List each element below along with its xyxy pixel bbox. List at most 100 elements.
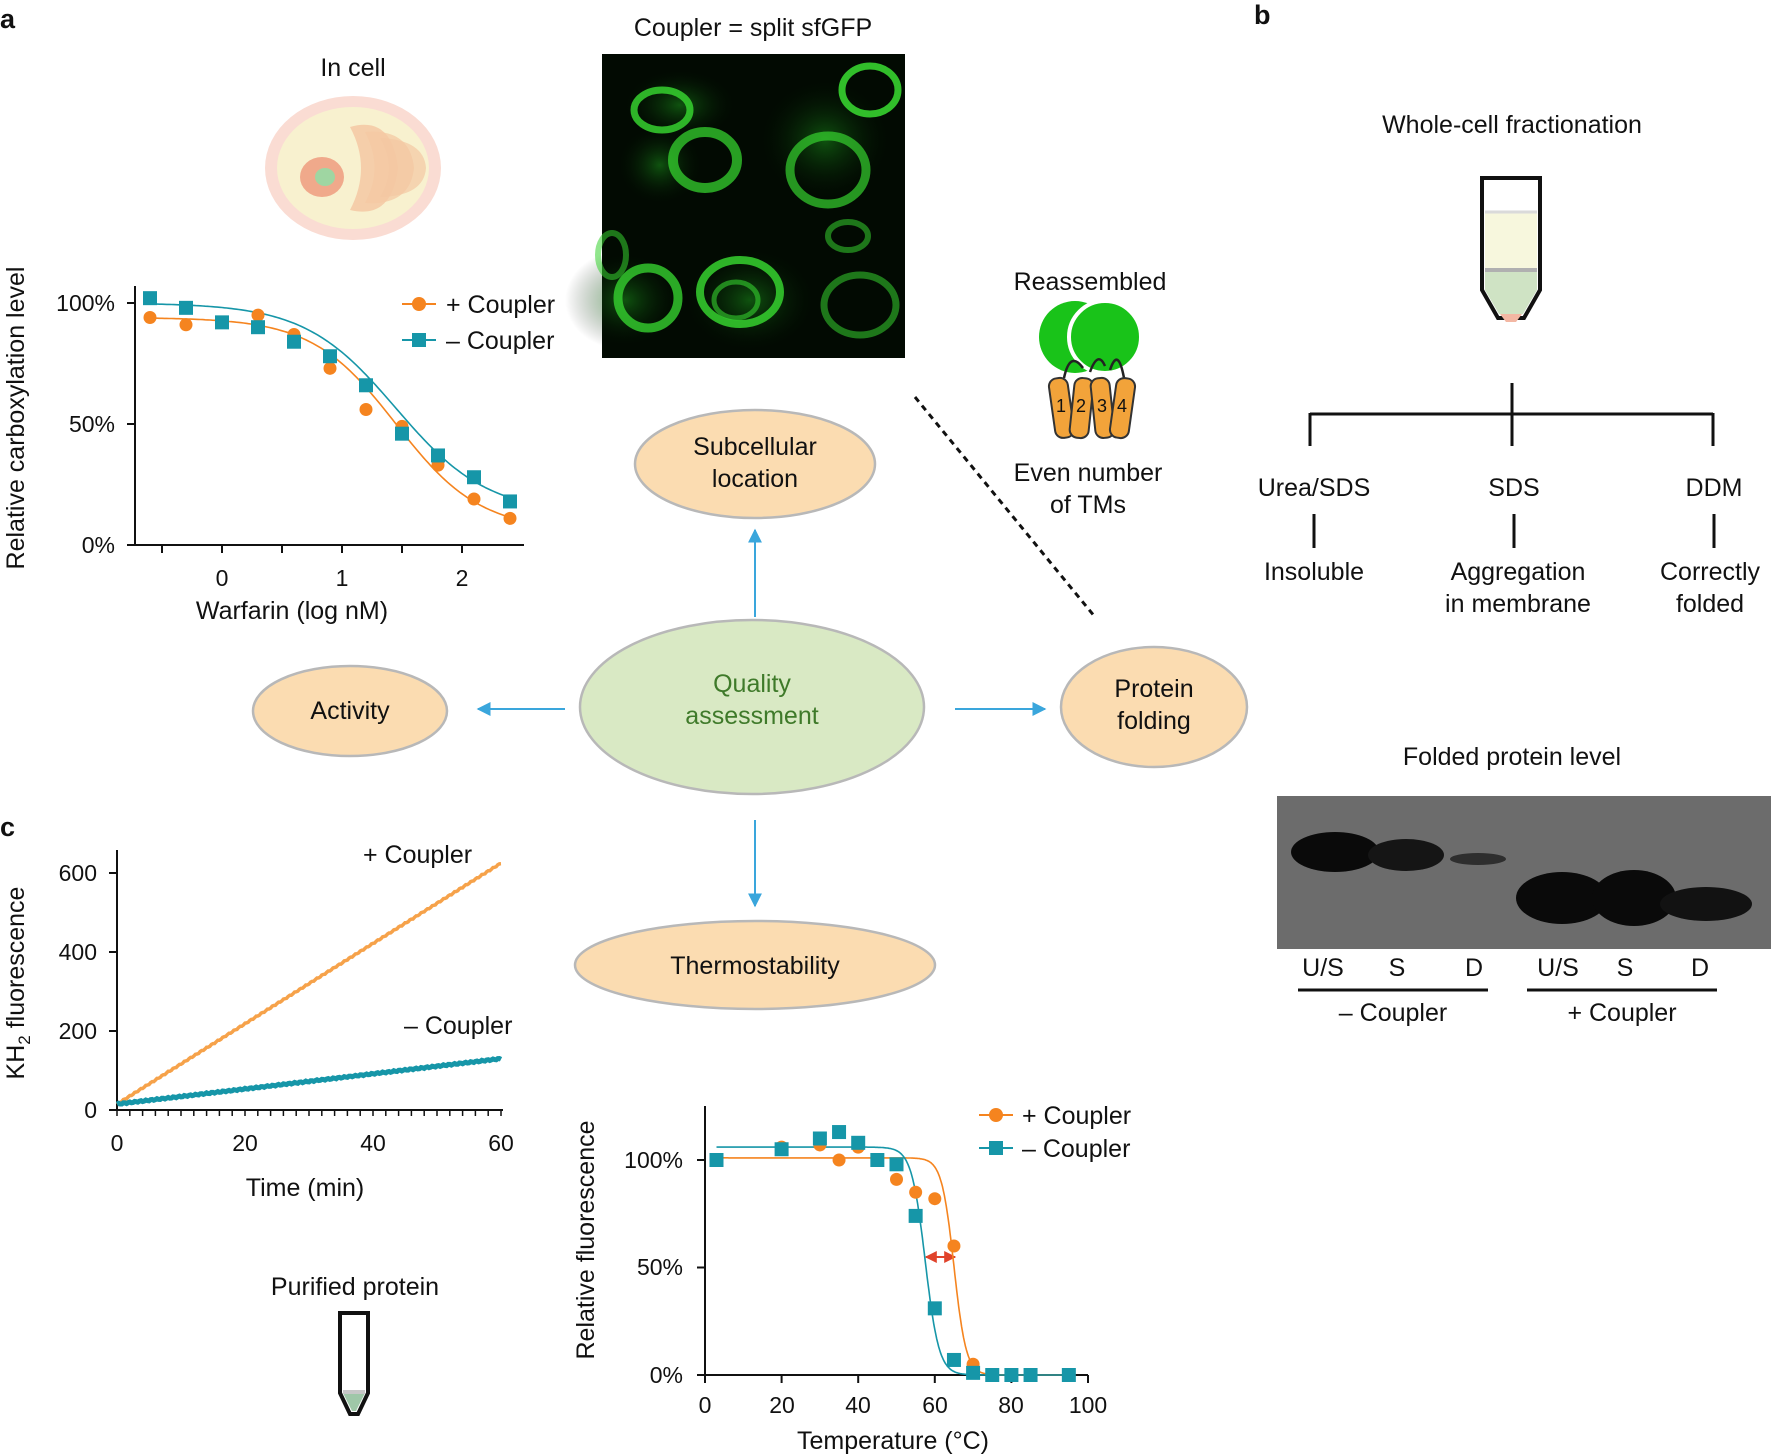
buffer-ddm: DDM	[1686, 474, 1743, 502]
chart1-ylabel: Relative carboxylation level	[2, 267, 30, 570]
chart3-xtick-20: 20	[769, 1392, 795, 1418]
kh2-fluorescence-chart: 0 200 400 600 0 20 40 60 Time (min) KH2 …	[2, 841, 514, 1202]
chart3-point-minus	[812, 1131, 827, 1146]
chart3-xtick-60: 60	[922, 1392, 948, 1418]
chart2-series-minus	[115, 1055, 503, 1107]
chart3-point-plus	[909, 1185, 923, 1199]
chart3-point-minus	[870, 1153, 885, 1167]
chart1-point-minus	[359, 378, 373, 393]
chart2-xtick-0: 0	[111, 1130, 124, 1156]
chart1-xtick-1: 1	[336, 565, 349, 591]
chart3-ytick-0: 0%	[650, 1362, 683, 1388]
chart1-point-minus	[215, 315, 229, 330]
chart1-ytick-100: 100%	[56, 290, 115, 316]
thermostability-node	[573, 919, 937, 1011]
chart3-point-plus	[890, 1172, 903, 1186]
fraction-aggregation-line2: in membrane	[1445, 590, 1591, 618]
thermostability-chart: 0% 50% 100% 0 20 40 60 80 100 Temperatur…	[572, 1102, 1131, 1455]
chart1-point-plus	[251, 308, 265, 322]
band-neg-s	[1368, 839, 1444, 871]
chart1-point-plus	[179, 318, 193, 332]
chart2-minor-ticks	[116, 1110, 502, 1116]
quality-label-line1: Quality	[713, 670, 791, 698]
lane-label-5: S	[1617, 954, 1634, 982]
chart3-point-minus	[908, 1208, 923, 1223]
chart1-point-plus	[467, 492, 481, 506]
chart1-point-minus	[503, 494, 517, 509]
split-sfgfp-micrograph	[565, 54, 905, 358]
group-label-pos: + Coupler	[1567, 999, 1676, 1027]
band-neg-d	[1450, 853, 1506, 865]
chart2-series-plus	[115, 861, 502, 1106]
chart2-ylabel-rest: fluorescence	[2, 887, 30, 1036]
chart3-point-plus	[947, 1239, 961, 1253]
reassembled-label: Reassembled	[1014, 268, 1167, 296]
chart1-point-minus	[467, 470, 481, 485]
chart1-legend-minus: – Coupler	[446, 327, 554, 355]
chart3-point-minus	[851, 1135, 866, 1150]
dotted-connector	[913, 396, 1097, 618]
fraction-correct-line1: Correctly	[1660, 558, 1761, 586]
chart3-xtick-80: 80	[998, 1392, 1024, 1418]
chart3-point-minus	[774, 1142, 789, 1157]
chart3-point-minus	[709, 1153, 724, 1167]
buffer-urea-sds: Urea/SDS	[1258, 474, 1371, 502]
chart3-legend-plus: + Coupler	[1022, 1102, 1131, 1130]
cell-illustration	[265, 96, 441, 240]
chart2-xtick-40: 40	[360, 1130, 386, 1156]
fractionation-tube	[1480, 176, 1542, 322]
chart2-ytick-0: 0	[84, 1097, 97, 1123]
in-cell-label: In cell	[320, 54, 385, 82]
lane-label-6: D	[1691, 954, 1709, 982]
chart2-ytick-200: 200	[59, 1018, 97, 1044]
chart3-legend-minus: – Coupler	[1022, 1135, 1130, 1163]
hub-diagram: Quality assessment Subcellular location …	[251, 408, 1249, 1011]
chart3-point-minus	[946, 1352, 961, 1367]
chart1-point-plus	[323, 361, 337, 375]
activity-node	[251, 664, 449, 758]
chart3-xtick-40: 40	[845, 1392, 871, 1418]
protein-folding-node	[1059, 645, 1249, 769]
chart3-point-minus	[927, 1301, 942, 1316]
buffer-sds: SDS	[1488, 474, 1539, 502]
chart3-point-plus	[928, 1192, 942, 1206]
even-tm-label-line2: of TMs	[1050, 491, 1126, 519]
chart1-point-minus	[143, 291, 157, 306]
chart1-point-minus	[179, 300, 193, 315]
chart3-point-minus	[1023, 1368, 1038, 1382]
chart1-xtick-0: 0	[216, 565, 229, 591]
chart3-ylabel: Relative fluorescence	[572, 1120, 600, 1359]
chart3-ytick-100: 100%	[624, 1147, 683, 1173]
chart1-legend: + Coupler – Coupler	[402, 291, 555, 355]
chart2-ylabel: KH2 fluorescence	[2, 887, 34, 1080]
chart2-ytick-600: 600	[59, 860, 97, 886]
even-tm-label-line1: Even number	[1014, 459, 1163, 487]
folding-label-line2: folding	[1117, 707, 1191, 735]
chart3-point-minus	[1061, 1368, 1076, 1382]
coupler-label: Coupler = split sfGFP	[634, 14, 872, 42]
chart2-label-minus: – Coupler	[404, 1012, 512, 1040]
chart3-point-minus	[832, 1125, 847, 1140]
fractionation-title: Whole-cell fractionation	[1382, 111, 1642, 139]
band-pos-us	[1516, 872, 1608, 924]
chart3-xtick-100: 100	[1069, 1392, 1107, 1418]
carboxylation-chart: 0% 50% 100% 0 1 2 Warfarin (log nM) Rela…	[2, 267, 555, 625]
tm-number-2: 2	[1076, 396, 1086, 416]
subcellular-label-line1: Subcellular	[693, 433, 817, 461]
tm-helix-diagram: 1 2 3 4	[1039, 299, 1143, 440]
activity-label: Activity	[310, 697, 390, 725]
purified-protein-tube	[338, 1311, 370, 1416]
chart1-ytick-0: 0%	[82, 532, 115, 558]
thermostability-label: Thermostability	[670, 952, 840, 980]
band-pos-s	[1592, 870, 1676, 926]
chart2-ylabel-sub: 2	[15, 1035, 34, 1044]
tm-number-3: 3	[1097, 396, 1107, 416]
chart1-fit-line-minus	[147, 303, 511, 499]
quality-label-line2: assessment	[685, 702, 818, 730]
chart2-xlabel: Time (min)	[246, 1174, 365, 1202]
subcellular-label-line2: location	[712, 465, 798, 493]
lane-label-3: D	[1465, 954, 1483, 982]
chart2-xtick-60: 60	[488, 1130, 514, 1156]
chart2-label-plus: + Coupler	[363, 841, 472, 869]
fraction-correct-line2: folded	[1676, 590, 1744, 618]
